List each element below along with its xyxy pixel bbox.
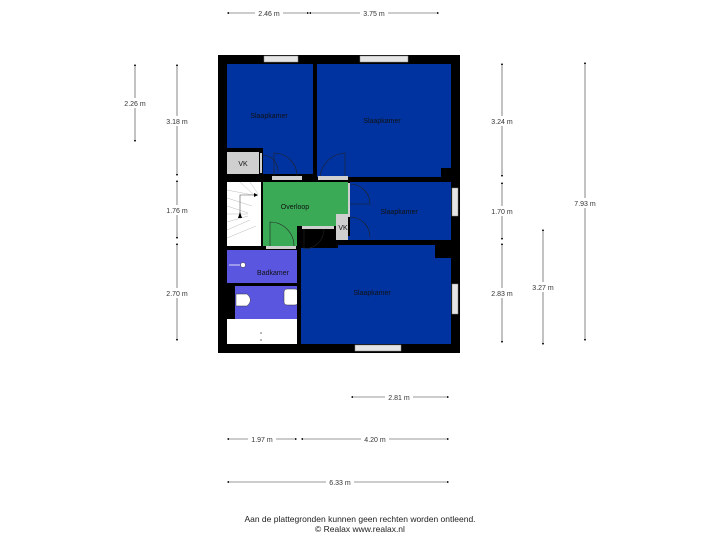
label-vk-2: VK (338, 225, 348, 232)
staircase (227, 182, 261, 248)
room-vk-2 (336, 214, 348, 240)
shower-head-icon (240, 262, 246, 268)
copyright-text: © Realax www.realax.nl (315, 524, 405, 534)
dim-bottom-2a: 1.97 m (251, 437, 273, 444)
room-overloop (262, 182, 348, 248)
room-vk-1 (227, 152, 259, 174)
dim-right-1: 3.24 m (491, 119, 513, 126)
label-slaapkamer-2: Slaapkamer (363, 118, 401, 125)
dim-bottom-2b: 4.20 m (364, 437, 386, 444)
shower (227, 319, 298, 344)
sink-icon (283, 288, 299, 306)
dim-top-2: 3.75 m (363, 11, 385, 18)
dim-top-1: 2.46 m (258, 11, 280, 18)
room-slaapkamer-4 (301, 245, 451, 344)
dim-right-3: 2.83 m (491, 291, 513, 298)
label-vk-1: VK (238, 161, 248, 168)
label-overloop: Overloop (281, 204, 310, 211)
dim-right-mid: 3.27 m (532, 285, 554, 292)
dim-right-2: 1.70 m (491, 209, 513, 216)
label-slaapkamer-3: Slaapkamer (380, 209, 418, 216)
toilet-icon (235, 293, 251, 307)
room-badkamer (227, 250, 298, 283)
dim-bottom-1: 2.81 m (388, 395, 410, 402)
dim-left-2: 1.76 m (166, 208, 188, 215)
windows (263, 55, 459, 352)
dim-left-outer: 2.26 m (124, 101, 146, 108)
dim-right-outer: 7.93 m (574, 201, 596, 208)
dim-bottom-3: 6.33 m (329, 480, 351, 487)
dim-left-3: 2.70 m (166, 291, 188, 298)
room-slaapkamer-2 (317, 64, 451, 177)
dim-left-1: 3.18 m (166, 119, 188, 126)
label-slaapkamer-4: Slaapkamer (353, 290, 391, 297)
room-slaapkamer-3 (350, 182, 451, 240)
label-slaapkamer-1: Slaapkamer (250, 113, 288, 120)
label-badkamer: Badkamer (257, 270, 290, 277)
disclaimer-text: Aan de plattegronden kunnen geen rechten… (244, 514, 476, 524)
